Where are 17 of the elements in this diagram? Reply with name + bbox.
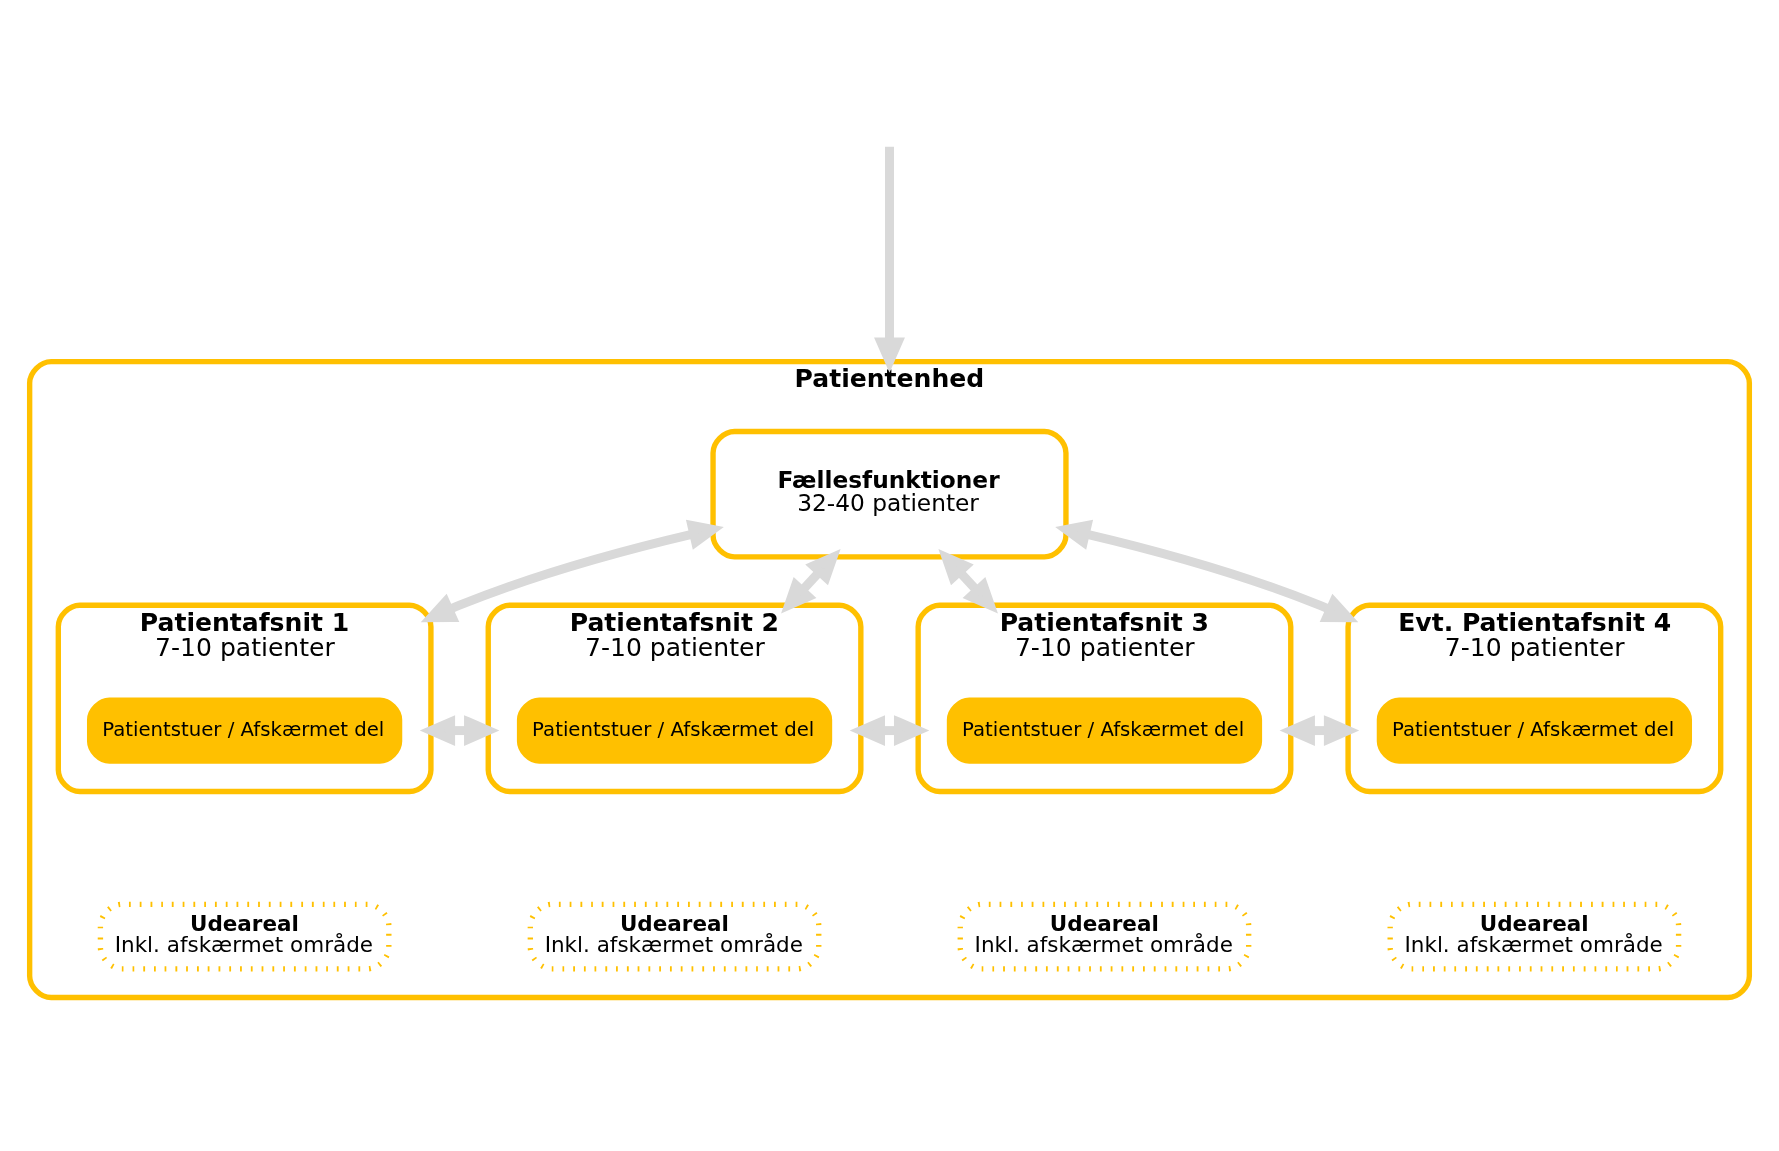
arrow bbox=[419, 714, 500, 746]
node-box: Patientstuer / Afskærmet del bbox=[1376, 696, 1693, 764]
node-box: Udeareal Inkl. afskærmet område bbox=[957, 901, 1252, 972]
arrow bbox=[874, 146, 905, 373]
node-box: Udeareal Inkl. afskærmet område bbox=[1387, 901, 1682, 972]
node-box: Udeareal Inkl. afskærmet område bbox=[527, 901, 822, 972]
arrow bbox=[781, 548, 841, 613]
arrow bbox=[938, 548, 998, 613]
node-box: Patientstuer / Afskærmet del bbox=[516, 696, 833, 764]
node-box: Udeareal Inkl. afskærmet område bbox=[97, 901, 392, 972]
node-box: Fællesfunktioner 32-40 patienter bbox=[710, 428, 1069, 559]
arrow bbox=[420, 519, 724, 622]
arrow bbox=[1279, 714, 1360, 746]
arrow bbox=[849, 714, 930, 746]
node-box: Patientstuer / Afskærmet del bbox=[946, 696, 1263, 764]
arrow bbox=[1055, 519, 1359, 622]
node-box: Patientstuer / Afskærmet del bbox=[86, 696, 403, 764]
